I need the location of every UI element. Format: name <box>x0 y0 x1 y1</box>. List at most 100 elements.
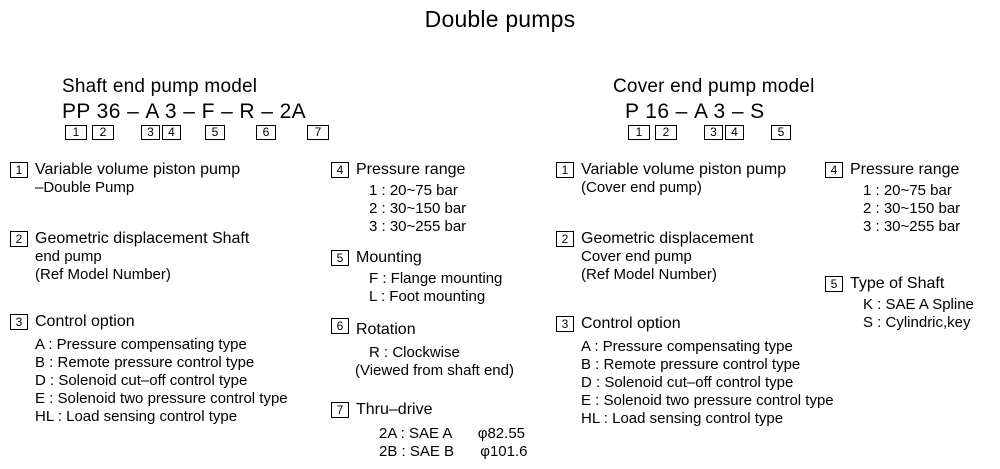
item-detail-line: (Cover end pump) <box>581 179 702 196</box>
code-box-1: 1 <box>628 125 650 140</box>
item-detail-line: end pump <box>35 248 102 265</box>
pressure-range-3: 3 : 30~255 bar <box>369 218 467 235</box>
code-box-1: 1 <box>65 125 87 140</box>
code-box-2: 2 <box>655 125 677 140</box>
cover-end-model-code: P 16 – A 3 – S <box>625 100 815 124</box>
shaft-item-1-header: 1 Variable volume piston pump <box>10 160 240 179</box>
pressure-range-3: 3 : 30~255 bar <box>863 218 961 235</box>
control-option-a: A : Pressure compensating type <box>35 336 247 353</box>
shaft-type-s: S : Cylindric,key <box>863 314 971 331</box>
code-dash-4: – <box>261 100 274 123</box>
code-dash-2: – <box>731 100 744 123</box>
code-box-4: 4 <box>725 125 744 140</box>
cover-end-model-heading: Cover end pump model <box>613 76 815 97</box>
shaft-end-box-row: 1 2 3 4 5 6 7 <box>62 125 329 141</box>
thru-drive-label: 2B : SAE B <box>379 443 455 460</box>
code-segment-3: S <box>750 100 765 123</box>
shaft-item-3: 3 Control option A : Pressure compensati… <box>10 312 288 426</box>
thru-drive-dimension: φ101.6 <box>480 443 528 460</box>
item-title: Variable volume piston pump <box>581 161 787 178</box>
item-index-box: 4 <box>331 162 349 178</box>
shaft-item-5: 5 Mounting F : Flange mounting L : Foot … <box>331 248 502 306</box>
thru-drive-row: 2A : SAE A φ82.55 <box>379 425 527 443</box>
code-box-7: 7 <box>307 125 329 140</box>
shaft-item-7-header: 7 Thru–drive <box>331 400 527 419</box>
item-index-box: 1 <box>556 162 574 178</box>
shaft-item-4: 4 Pressure range 1 : 20~75 bar 2 : 30~15… <box>331 160 466 236</box>
cover-item-1-header: 1 Variable volume piston pump <box>556 160 786 179</box>
rotation-option-r: R : Clockwise <box>369 344 460 361</box>
control-option-b: B : Remote pressure control type <box>35 354 255 371</box>
code-dash-1: – <box>127 100 140 123</box>
shaft-end-model-heading: Shaft end pump model <box>62 76 258 97</box>
shaft-item-6: 6 Rotation R : Clockwise (Viewed from sh… <box>331 316 514 380</box>
control-option-b: B : Remote pressure control type <box>581 356 801 373</box>
code-box-5: 5 <box>205 125 225 140</box>
cover-item-5: 5 Type of Shaft K : SAE A Spline S : Cyl… <box>825 274 974 332</box>
cover-end-model-block: Cover end pump model P 16 – A 3 – S 1 2 … <box>613 76 815 141</box>
item-detail-line: (Ref Model Number) <box>581 266 717 283</box>
cover-item-3: 3 Control option A : Pressure compensati… <box>556 314 834 428</box>
item-title: Geometric displacement <box>581 230 754 247</box>
item-detail-line: (Ref Model Number) <box>35 266 171 283</box>
mounting-option-l: L : Foot mounting <box>369 288 486 305</box>
rotation-note: (Viewed from shaft end) <box>355 362 514 379</box>
shaft-item-1: 1 Variable volume piston pump –Double Pu… <box>10 160 240 197</box>
item-index-box: 2 <box>556 231 574 247</box>
item-detail-line: –Double Pump <box>35 179 135 196</box>
cover-item-4: 4 Pressure range 1 : 20~75 bar 2 : 30~15… <box>825 160 960 236</box>
control-option-e: E : Solenoid two pressure control type <box>581 392 834 409</box>
control-option-hl: HL : Load sensing control type <box>35 408 238 425</box>
code-dash-1: – <box>675 100 688 123</box>
item-title: Pressure range <box>850 161 960 178</box>
code-segment-2: A 3 <box>694 100 726 123</box>
cover-item-2: 2 Geometric displacement Cover end pump … <box>556 229 754 284</box>
code-box-5: 5 <box>771 125 791 140</box>
shaft-item-5-header: 5 Mounting <box>331 248 502 267</box>
code-dash-3: – <box>221 100 234 123</box>
code-box-3: 3 <box>141 125 160 140</box>
shaft-item-4-header: 4 Pressure range <box>331 160 466 179</box>
item-index-box: 3 <box>10 314 28 330</box>
item-index-box: 5 <box>331 250 349 266</box>
shaft-item-6-header: 6 Rotation <box>331 316 514 339</box>
shaft-item-7: 7 Thru–drive 2A : SAE A φ82.55 2B : SAE … <box>331 400 527 461</box>
control-option-d: D : Solenoid cut–off control type <box>581 374 794 391</box>
code-segment-3: F <box>201 100 215 123</box>
code-segment-4: R <box>239 100 255 123</box>
pressure-range-1: 1 : 20~75 bar <box>369 182 458 199</box>
item-index-box: 3 <box>556 316 574 332</box>
code-segment-5: 2A <box>279 100 307 123</box>
item-title: Mounting <box>356 249 422 266</box>
item-index-box: 2 <box>10 231 28 247</box>
code-box-3: 3 <box>704 125 723 140</box>
cover-item-2-header: 2 Geometric displacement <box>556 229 754 248</box>
pressure-range-2: 2 : 30~150 bar <box>863 200 961 217</box>
shaft-item-2-header: 2 Geometric displacement Shaft <box>10 229 249 248</box>
thru-drive-dimension: φ82.55 <box>477 425 525 442</box>
item-title: Type of Shaft <box>850 275 945 292</box>
item-title: Control option <box>35 313 135 330</box>
item-index-box: 5 <box>825 276 843 292</box>
thru-drive-row: 2B : SAE B φ101.6 <box>379 443 527 461</box>
control-option-hl: HL : Load sensing control type <box>581 410 784 427</box>
code-box-4: 4 <box>162 125 181 140</box>
item-detail-line: Cover end pump <box>581 248 692 265</box>
item-index-box: 4 <box>825 162 843 178</box>
shaft-type-k: K : SAE A Spline <box>863 296 974 313</box>
item-title: Control option <box>581 315 681 332</box>
item-title: Thru–drive <box>356 401 433 418</box>
item-title: Geometric displacement Shaft <box>35 230 250 247</box>
code-dash-2: – <box>183 100 196 123</box>
pressure-range-1: 1 : 20~75 bar <box>863 182 952 199</box>
item-title: Pressure range <box>356 161 466 178</box>
item-index-box: 7 <box>331 402 349 418</box>
page-title: Double pumps <box>424 6 576 32</box>
pressure-range-2: 2 : 30~150 bar <box>369 200 467 217</box>
shaft-item-3-header: 3 Control option <box>10 312 288 331</box>
control-option-a: A : Pressure compensating type <box>581 338 793 355</box>
shaft-end-model-block: Shaft end pump model PP 36 – A 3 – F – R… <box>62 76 329 141</box>
code-segment-1: PP 36 <box>62 100 121 123</box>
code-segment-2: A 3 <box>145 100 177 123</box>
mounting-option-f: F : Flange mounting <box>369 270 503 287</box>
